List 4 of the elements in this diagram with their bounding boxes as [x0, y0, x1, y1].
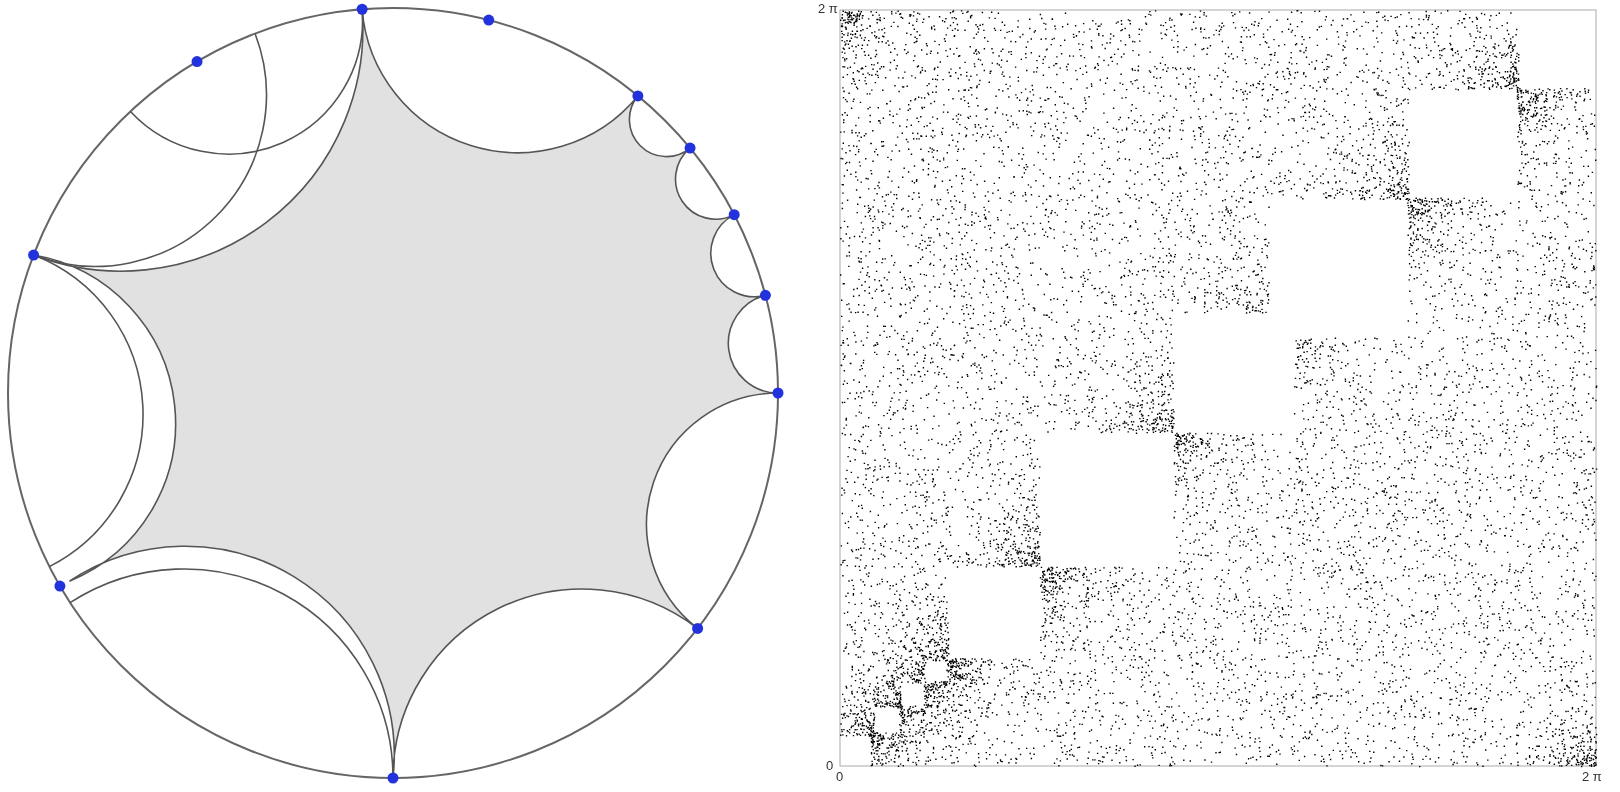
axis-tick-label: 0: [836, 770, 844, 784]
axis-tick-label: 2 π: [1582, 770, 1602, 784]
axis-tick-label: 2 π: [818, 2, 838, 16]
axis-tick-label: 0: [826, 759, 834, 773]
